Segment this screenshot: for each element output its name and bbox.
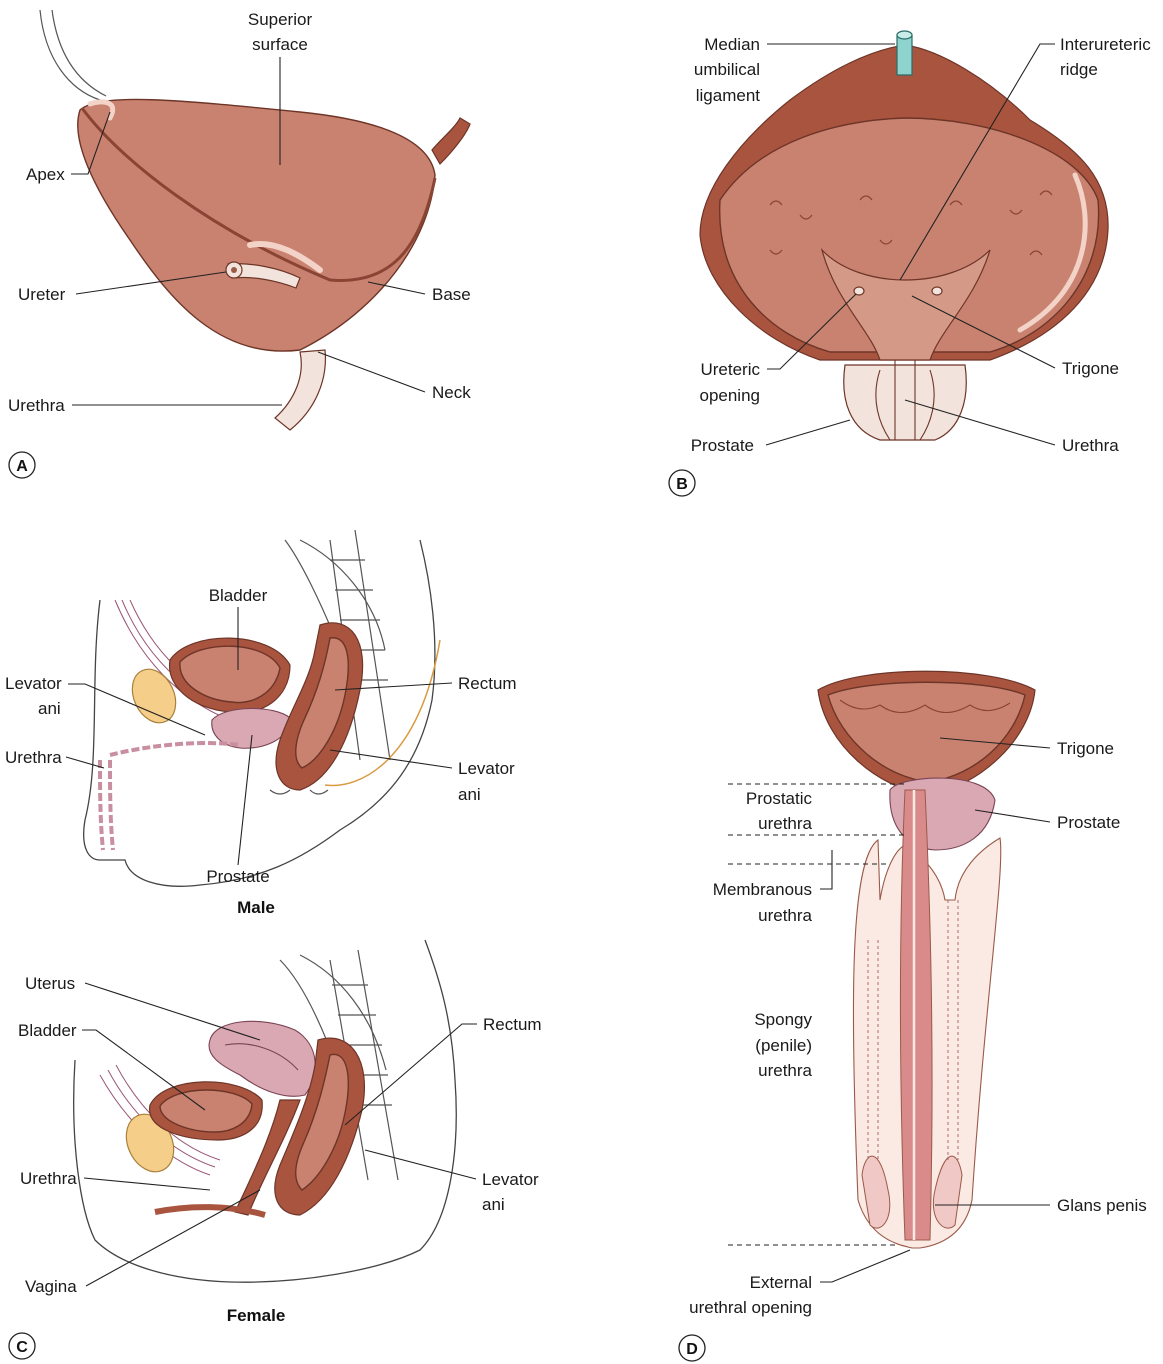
d-spongy-urethra-label-1: Spongy	[754, 1010, 812, 1029]
b-prostate-label: Prostate	[691, 436, 754, 455]
b-ureteric-opening-label-2: opening	[699, 386, 760, 405]
panel-c-female: Uterus Bladder Rectum Urethra Levator an…	[9, 940, 542, 1359]
a-superior-surface-label-2: surface	[252, 35, 308, 54]
b-urethra-label: Urethra	[1062, 436, 1119, 455]
female-rectum-label: Rectum	[483, 1015, 542, 1034]
d-prostatic-urethra-label-2: urethra	[758, 814, 812, 833]
d-prostatic-urethra-label-1: Prostatic	[746, 789, 813, 808]
male-caption: Male	[237, 898, 275, 917]
female-uterus-label: Uterus	[25, 974, 75, 993]
d-spongy-urethra-label-3: urethra	[758, 1061, 812, 1080]
b-interureteric-label-1: Interureteric	[1060, 35, 1151, 54]
male-rectum-label: Rectum	[458, 674, 517, 693]
panel-d: Trigone Prostatic urethra Prostate Membr…	[679, 671, 1147, 1361]
female-pelvis-drawing	[74, 940, 457, 1282]
female-levator-ani-label-2: ani	[482, 1195, 505, 1214]
b-prostate-leader	[766, 420, 850, 445]
male-levator-ani-right-label-1: Levator	[458, 759, 515, 778]
d-external-opening-leader	[820, 1250, 910, 1282]
d-membranous-urethra-label-2: urethra	[758, 906, 812, 925]
male-urethra-label: Urethra	[5, 748, 62, 767]
b-trigone-label: Trigone	[1062, 359, 1119, 378]
male-pelvis-drawing	[84, 530, 440, 886]
d-external-opening-label-2: urethral opening	[689, 1298, 812, 1317]
male-bladder-label: Bladder	[209, 586, 268, 605]
d-glans-penis-label: Glans penis	[1057, 1196, 1147, 1215]
d-prostate-label: Prostate	[1057, 813, 1120, 832]
d-membranous-urethra-label-1: Membranous	[713, 880, 812, 899]
male-prostate-label: Prostate	[206, 867, 269, 886]
female-caption: Female	[227, 1306, 286, 1325]
a-neck-label: Neck	[432, 383, 471, 402]
panel-b: Median umbilical ligament Interureteric …	[669, 31, 1151, 496]
panel-b-letter: B	[676, 476, 688, 493]
a-neck-leader	[318, 352, 425, 392]
male-levator-ani-left-label-1: Levator	[5, 674, 62, 693]
b-median-umbilical-label-2: umbilical	[694, 60, 760, 79]
b-median-umbilical-label-1: Median	[704, 35, 760, 54]
a-base-label: Base	[432, 285, 471, 304]
panel-d-urethra-drawing	[818, 671, 1035, 1248]
d-membranous-leader	[820, 850, 832, 889]
panel-c-letter: C	[16, 1339, 28, 1356]
female-urethra-label: Urethra	[20, 1169, 77, 1188]
b-median-umbilical-label-3: ligament	[696, 86, 761, 105]
d-external-opening-label-1: External	[750, 1273, 812, 1292]
b-interureteric-label-2: ridge	[1060, 60, 1098, 79]
male-levator-ani-left-label-2: ani	[38, 699, 61, 718]
b-ureteric-opening-label-1: Ureteric	[700, 360, 760, 379]
d-trigone-label: Trigone	[1057, 739, 1114, 758]
female-bladder-label: Bladder	[18, 1021, 77, 1040]
female-vagina-label: Vagina	[25, 1277, 77, 1296]
a-ureter-label: Ureter	[18, 285, 66, 304]
a-apex-label: Apex	[26, 165, 65, 184]
panel-b-bladder-drawing	[700, 31, 1108, 440]
panel-c-male: Bladder Levator ani Rectum Urethra Levat…	[5, 530, 517, 917]
male-levator-ani-right-label-2: ani	[458, 785, 481, 804]
a-urethra-label: Urethra	[8, 396, 65, 415]
panel-a-bladder-drawing	[40, 10, 470, 430]
d-spongy-urethra-label-2: (penile)	[755, 1036, 812, 1055]
a-superior-surface-label-1: Superior	[248, 10, 313, 29]
panel-a-letter: A	[16, 458, 28, 475]
panel-d-letter: D	[686, 1341, 698, 1358]
panel-a: Superior surface Apex Ureter Base Neck U…	[8, 10, 471, 478]
female-levator-ani-label-1: Levator	[482, 1170, 539, 1189]
